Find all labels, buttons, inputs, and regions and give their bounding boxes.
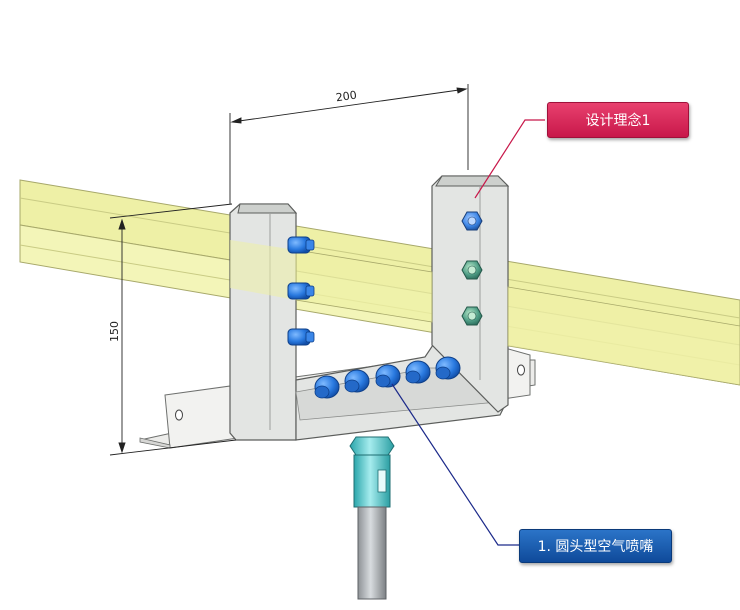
leader-lines [391,119,545,546]
air-hose [357,506,387,600]
dimension-lines [109,84,469,456]
right-arm-bolts [461,211,483,326]
round-nozzle-front-icon [344,369,370,393]
left-arm-nozzles [287,236,315,346]
design-concept-callout: 设计理念1 [547,102,689,138]
height-dimension-label: 150 [108,321,121,342]
hex-bolt-icon [461,306,483,326]
air-hose-connector [349,436,395,600]
width-dimension-label: 200 [335,89,358,105]
nozzle-callout: 1. 圆头型空气喷嘴 [519,529,672,563]
round-nozzle-icon [287,328,315,346]
bottom-nozzles [314,356,461,399]
rail-front-overlay [230,240,740,386]
hex-bolt-icon [461,211,483,231]
mount-hole-left [175,409,183,421]
round-nozzle-icon [287,236,315,254]
mount-hole-right [517,364,525,376]
round-nozzle-front-icon [314,375,340,399]
round-nozzle-front-icon [435,356,461,380]
hex-bolt-icon [461,260,483,280]
round-nozzle-front-icon [405,360,431,384]
round-nozzle-icon [287,282,315,300]
round-nozzle-front-icon [375,364,401,388]
